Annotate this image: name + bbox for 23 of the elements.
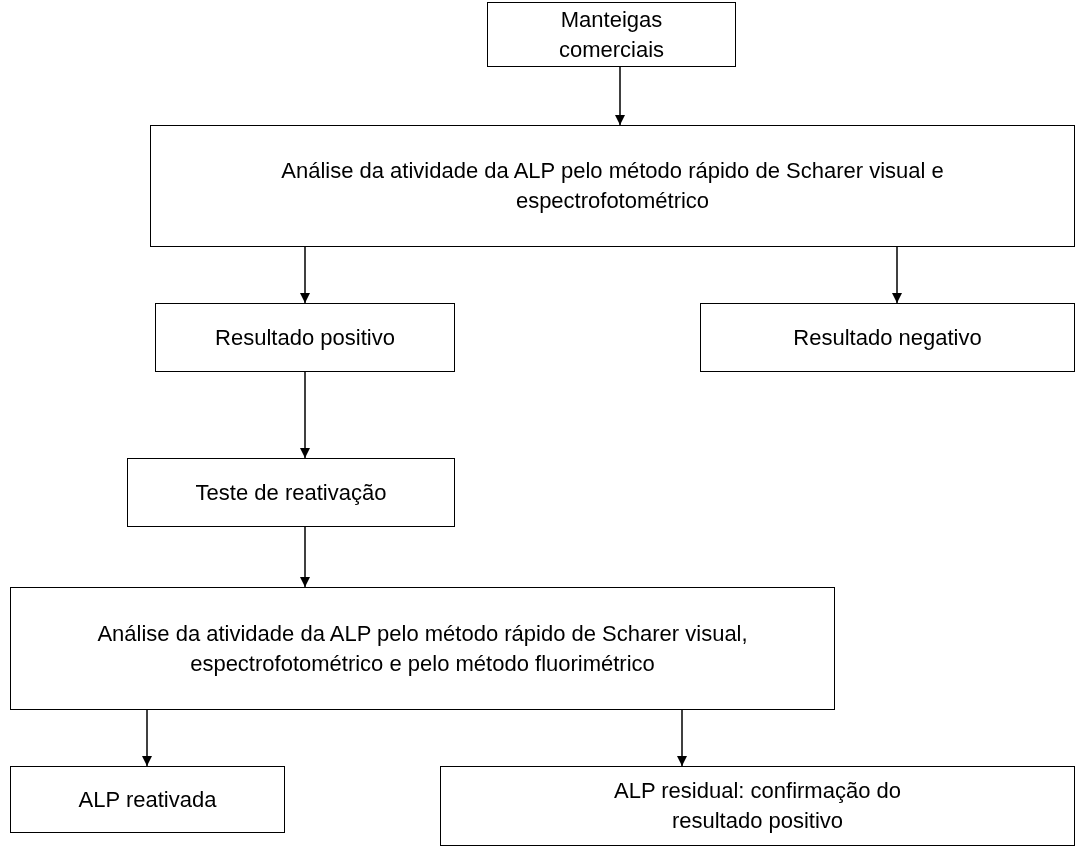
process-box	[127, 458, 455, 527]
arrow	[300, 526, 310, 588]
process-box	[487, 2, 736, 67]
box-text: Teste de reativação	[195, 478, 387, 507]
process-box	[10, 766, 285, 833]
process-box	[150, 125, 1075, 247]
process-box	[10, 587, 835, 710]
arrow	[142, 709, 152, 767]
arrow	[677, 709, 687, 767]
arrow	[300, 371, 310, 459]
box-text: ALP residual: confirmação do resultado positivo	[613, 777, 902, 835]
box-text: Manteigas comerciais	[557, 5, 666, 64]
box-text: Análise da atividade da ALP pelo método rápido de Scharer visual e espectrofotométrico	[280, 157, 945, 215]
box-text: Análise da atividade da ALP pelo método rápido de Scharer visual, espectrofotométrico e pelo método fluorimétrico	[96, 619, 749, 678]
process-box	[155, 303, 455, 372]
box-text: Resultado negativo	[793, 323, 982, 352]
arrow	[892, 246, 902, 304]
box-text: ALP reativada	[78, 785, 217, 814]
box-text: Resultado positivo	[215, 323, 395, 352]
arrow	[300, 246, 310, 304]
process-box	[440, 766, 1075, 846]
process-box	[700, 303, 1075, 372]
arrow	[615, 66, 625, 126]
